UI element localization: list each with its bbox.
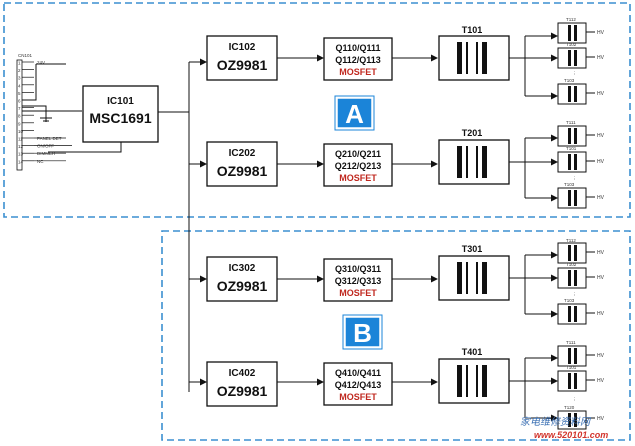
connector-pin-number: 1 — [18, 61, 21, 66]
transformer-label: T301 — [462, 244, 483, 254]
mosfet-line1: Q410/Q411 — [335, 368, 381, 378]
watermark: 家电维修资料网 www.520101.com — [520, 416, 608, 440]
transformer-label: T201 — [462, 128, 483, 138]
transformer-label: T101 — [462, 25, 483, 35]
mosfet-line1: Q210/Q211 — [335, 149, 381, 159]
output-label: T111 — [566, 340, 576, 345]
output-label: T102 — [566, 262, 577, 267]
channel-2: IC202 OZ9981 Q210/Q211 Q212/Q213 MOSFET … — [206, 120, 605, 209]
svg-text:⋮: ⋮ — [572, 71, 577, 76]
hv-label: HV — [597, 416, 605, 422]
mosfet-line2: Q112/Q113 — [335, 55, 381, 65]
watermark-text: 家电维修资料网 — [520, 416, 592, 428]
svg-text:⋮: ⋮ — [572, 176, 577, 181]
hv-label: HV — [597, 91, 605, 97]
connector-pin-label: DIMMER — [37, 151, 56, 156]
output-label: T103 — [564, 78, 575, 83]
svg-text:⋮: ⋮ — [572, 292, 577, 297]
group-a-badge: A — [334, 95, 375, 131]
hv-label: HV — [597, 311, 605, 317]
connector-pin-number: 12 — [18, 144, 24, 149]
mosfet-line1: Q310/Q311 — [335, 264, 381, 274]
connector-pin-number: 13 — [18, 152, 24, 157]
output-transformers: T112 T102 T103 ⋮ HV HV HV — [557, 238, 605, 325]
mosfet-label: MOSFET — [339, 67, 377, 77]
output-label: T103 — [564, 298, 575, 303]
channel-ic-ref: IC102 — [229, 42, 256, 53]
mosfet-line2: Q212/Q213 — [335, 161, 382, 171]
connector-pin-number: 6 — [18, 99, 21, 104]
group-a-frame — [3, 2, 631, 218]
connector-pin-label: 24V — [37, 60, 45, 65]
transformer-icon — [438, 358, 510, 404]
transformer-icon — [438, 35, 510, 81]
output-label: T112 — [566, 238, 576, 243]
watermark-url: www.520101.com — [534, 430, 608, 440]
group-b-badge: B — [342, 314, 383, 350]
connector-pin-number: 2 — [18, 68, 21, 73]
transformer-icon — [438, 139, 510, 185]
hv-label: HV — [597, 133, 605, 139]
hv-label: HV — [597, 55, 605, 61]
channel-3: IC302 OZ9981 Q310/Q311 Q312/Q313 MOSFET … — [206, 238, 605, 325]
output-transformers: T112 T102 T103 ⋮ HV HV HV — [557, 17, 605, 105]
transformer-label: T401 — [462, 347, 483, 357]
channel-ic-part: OZ9981 — [217, 57, 268, 73]
connector-pin-number: 14 — [18, 159, 24, 164]
channel-ic-part: OZ9981 — [217, 163, 268, 179]
connector-pin-number: 3 — [18, 76, 21, 81]
output-transformers: T111 T101 T103 ⋮ HV HV HV — [557, 120, 605, 209]
mosfet-line1: Q110/Q111 — [335, 43, 380, 53]
output-label: T111 — [566, 120, 576, 125]
hv-label: HV — [597, 353, 605, 359]
group-b-frame — [161, 230, 631, 441]
connector-pin-label: ON/OFF — [37, 144, 54, 149]
controller-wires — [22, 58, 207, 392]
controller-part: MSC1691 — [89, 110, 151, 126]
mosfet-label: MOSFET — [339, 288, 377, 298]
group-a-letter: A — [345, 99, 364, 129]
channel-ic-part: OZ9981 — [217, 278, 268, 294]
controller-ref: IC101 — [107, 96, 134, 107]
output-label: T112 — [566, 17, 576, 22]
hv-label: HV — [597, 378, 605, 384]
hv-label: HV — [597, 30, 605, 36]
output-transformers: T111 T101 T120 ⋮ HV HV HV — [557, 340, 605, 430]
channel-ic-ref: IC402 — [229, 368, 256, 379]
connector-pin-label: PANEL DET — [37, 136, 62, 141]
group-b-letter: B — [353, 318, 372, 348]
output-label: T101 — [566, 365, 577, 370]
mosfet-line2: Q312/Q313 — [335, 276, 382, 286]
mosfet-label: MOSFET — [339, 392, 377, 402]
connector-pin-number: 7 — [18, 106, 21, 111]
hv-label: HV — [597, 159, 605, 165]
connector-pin-number: 4 — [18, 83, 21, 88]
mosfet-line2: Q412/Q413 — [335, 380, 382, 390]
svg-text:⋮: ⋮ — [572, 397, 577, 402]
mosfet-label: MOSFET — [339, 173, 377, 183]
channel-4: IC402 OZ9981 Q410/Q411 Q412/Q413 MOSFET … — [206, 340, 605, 430]
connector-pin-number: 9 — [18, 121, 21, 126]
hv-label: HV — [597, 195, 605, 201]
hv-label: HV — [597, 250, 605, 256]
channel-ic-ref: IC302 — [229, 263, 256, 274]
connector-pin-number: 5 — [18, 91, 21, 96]
connector-pin-number: 10 — [18, 129, 24, 134]
connector-pin-label: NC — [37, 159, 44, 164]
connector-ref: CN101 — [18, 53, 33, 58]
connector-pin-number: 11 — [18, 137, 23, 142]
hv-label: HV — [597, 275, 605, 281]
channel-1: IC102 OZ9981 Q110/Q111 Q112/Q113 MOSFET … — [206, 17, 605, 105]
output-label: T120 — [564, 405, 575, 410]
output-label: T102 — [566, 42, 577, 47]
channel-ic-part: OZ9981 — [217, 383, 268, 399]
transformer-icon — [438, 255, 510, 301]
output-label: T103 — [564, 182, 575, 187]
connector-pin-number: 8 — [18, 114, 21, 119]
output-label: T101 — [566, 146, 577, 151]
channel-ic-ref: IC202 — [229, 148, 256, 159]
controller-ic101: IC101 MSC1691 — [82, 85, 159, 143]
